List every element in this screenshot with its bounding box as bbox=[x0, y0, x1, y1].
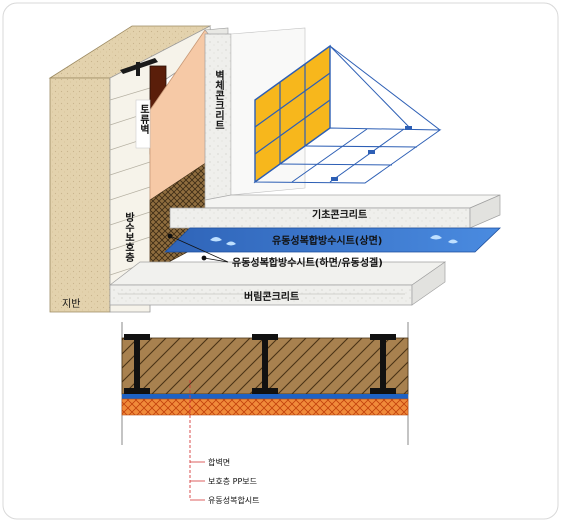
foundation-concrete-label: 기초콘크리트 bbox=[312, 208, 367, 221]
h-beam-1 bbox=[124, 334, 150, 394]
lower-diagram: 합벽면 보호층 PP보드 유동성복합시트 bbox=[121, 322, 409, 505]
waterproof-sheet bbox=[164, 227, 501, 253]
legend-item-sheet: 유동성복합시트 bbox=[208, 496, 260, 505]
retaining-wall-label: 토류벽 bbox=[138, 104, 150, 135]
composite-sheet-layer bbox=[122, 394, 408, 399]
yellow-panel-assembly bbox=[253, 44, 442, 184]
sheet-top-label: 유동성복합방수시트(상면) bbox=[272, 234, 382, 247]
h-beams bbox=[124, 334, 396, 394]
ground-label: 지반 bbox=[62, 298, 80, 310]
retaining-wall-label-group: 토류벽 bbox=[135, 99, 151, 149]
lean-concrete-side bbox=[411, 261, 446, 306]
lean-concrete-label: 버림콘크리트 bbox=[244, 290, 299, 303]
ground-soil-front bbox=[49, 77, 111, 313]
upper-diagram: 벽체콘크리트 토류벽 방수보호층 지반 기초콘크리트 유동성복합방수시트(상면)… bbox=[48, 25, 501, 313]
pp-board-layer bbox=[121, 398, 409, 416]
sheet-bottom-label: 유동성복합방수시트(하면/유동성겔) bbox=[232, 256, 383, 269]
h-pile-stem bbox=[136, 62, 140, 76]
sheet-gel-marks bbox=[210, 235, 458, 246]
foundation-slab-top bbox=[204, 194, 501, 209]
protection-layer-label: 방수보호층 bbox=[123, 211, 135, 263]
wall-concrete-label: 벽체콘크리트 bbox=[213, 69, 225, 130]
legend-item-wall: 합벽면 bbox=[208, 457, 230, 467]
h-beam-2 bbox=[252, 334, 278, 394]
wall-concrete bbox=[204, 33, 232, 201]
legend-item-pp-board: 보호층 PP보드 bbox=[208, 477, 257, 486]
sheet-bottom-leaders bbox=[167, 233, 229, 263]
h-beam-3 bbox=[370, 334, 396, 394]
foundation-slab-side bbox=[469, 194, 501, 229]
